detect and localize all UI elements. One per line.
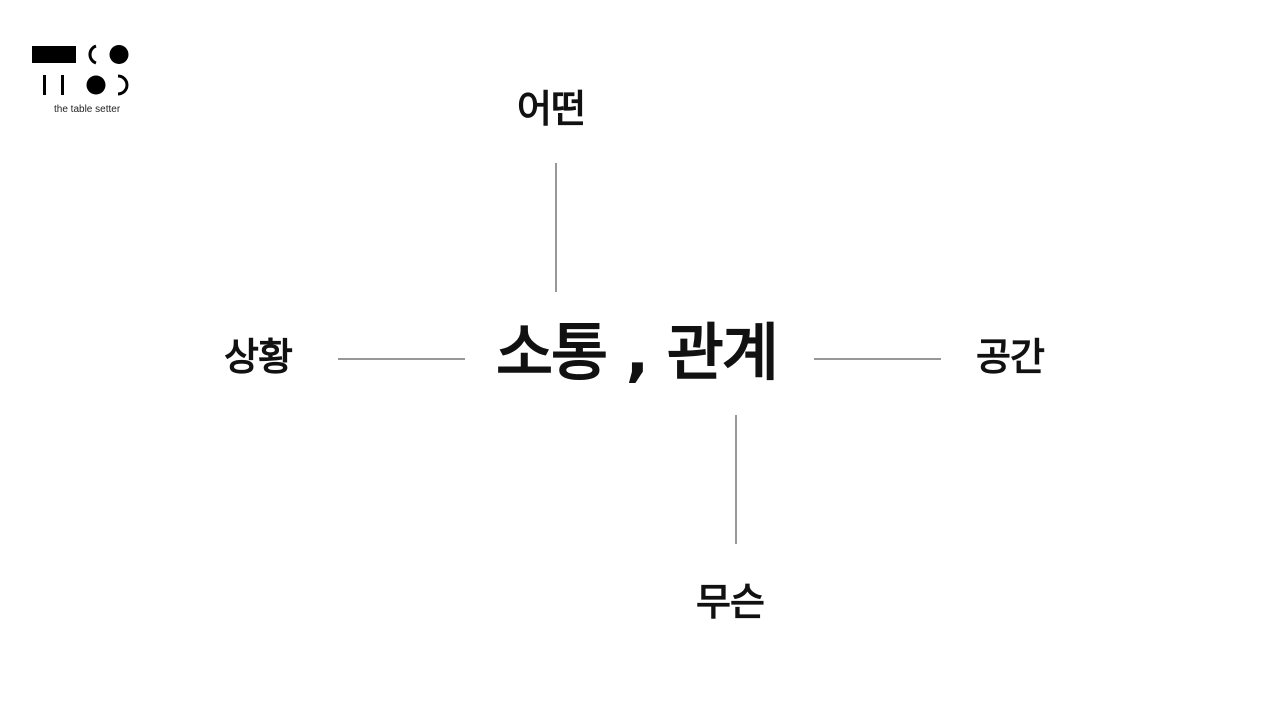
logo-bottom-circle-shape (86, 75, 106, 95)
logo-top-circle-shape (109, 45, 129, 64)
logo-stick-left-shape (43, 75, 46, 95)
brand-logo: the table setter (30, 42, 130, 122)
logo-bar-shape (32, 46, 76, 63)
logo-mark-icon (32, 44, 129, 96)
logo-left-arc-shape (88, 44, 97, 65)
diagram-bottom-word: 무슨 (696, 580, 765, 624)
diagram-left-word: 상황 (224, 335, 293, 379)
logo-stick-right-shape (61, 75, 64, 95)
diagram-center-title: 소통 , 관계 (496, 316, 779, 389)
logo-right-arc-shape (117, 74, 129, 96)
diagram-top-word: 어떤 (517, 87, 586, 131)
diagram-right-word: 공간 (976, 335, 1045, 379)
logo-caption: the table setter (54, 104, 121, 115)
